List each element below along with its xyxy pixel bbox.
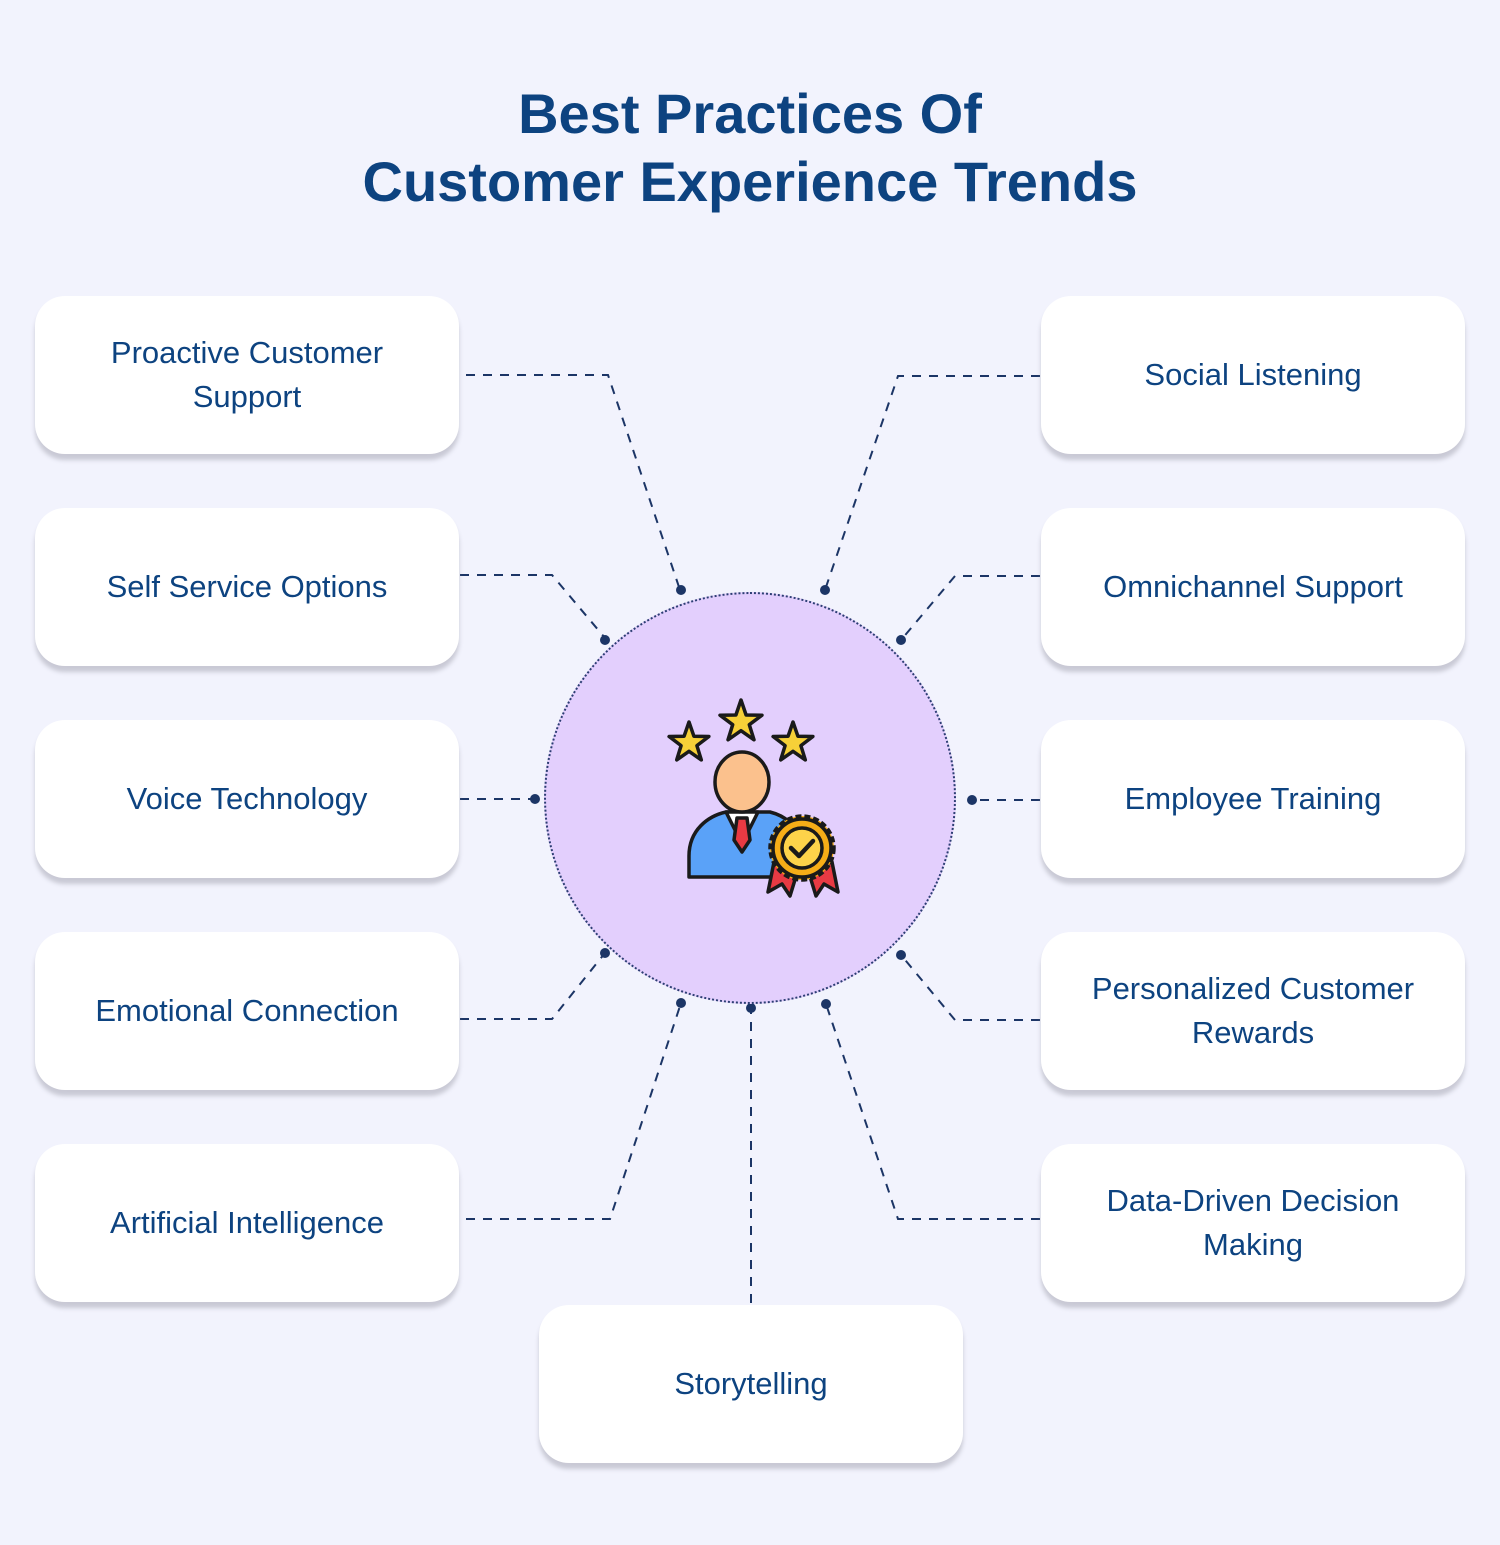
- star-icon: [718, 698, 764, 742]
- card-label: Self Service Options: [106, 569, 388, 604]
- star-icon: [667, 720, 711, 762]
- badge-inner: [780, 826, 824, 870]
- card-emotional-connection: Emotional Connection: [35, 932, 459, 1090]
- connector-dot: [820, 585, 830, 595]
- connector-dot: [600, 948, 610, 958]
- title-line-1: Best Practices Of: [518, 82, 982, 145]
- head: [713, 750, 771, 814]
- connector-emotional-connection: [460, 952, 606, 1020]
- connector-dot: [530, 794, 540, 804]
- check-icon: [788, 838, 816, 859]
- connector-data-driven: [825, 1003, 1040, 1220]
- card-label: Storytelling: [674, 1366, 828, 1401]
- connector-social-listening: [824, 375, 1040, 591]
- card-proactive-support: Proactive Customer Support: [35, 296, 459, 454]
- card-label: Data-Driven Decision Making: [1106, 1183, 1400, 1262]
- card-label: Omnichannel Support: [1103, 569, 1403, 604]
- card-voice-technology: Voice Technology: [35, 720, 459, 878]
- connector-dot: [676, 585, 686, 595]
- title-line-2: Customer Experience Trends: [362, 150, 1138, 213]
- card-label: Employee Training: [1124, 781, 1382, 816]
- card-label: Social Listening: [1144, 357, 1362, 392]
- connector-dot: [600, 635, 610, 645]
- card-omnichannel-support: Omnichannel Support: [1041, 508, 1465, 666]
- connector-proactive-support: [466, 374, 681, 591]
- connector-artificial-intelligence: [466, 1002, 682, 1220]
- card-label: Personalized Customer Rewards: [1091, 971, 1415, 1050]
- card-data-driven: Data-Driven Decision Making: [1041, 1144, 1465, 1302]
- connector-dot: [896, 950, 906, 960]
- page-title: Best Practices Of Customer Experience Tr…: [0, 80, 1500, 216]
- card-social-listening: Social Listening: [1041, 296, 1465, 454]
- employee-award-icon: [667, 698, 840, 898]
- card-label: Artificial Intelligence: [110, 1205, 384, 1240]
- card-storytelling: Storytelling: [539, 1305, 963, 1463]
- connector-dot: [746, 1003, 756, 1013]
- connector-dot: [676, 998, 686, 1008]
- center-hub: [544, 592, 956, 1004]
- card-employee-training: Employee Training: [1041, 720, 1465, 878]
- star-icon: [771, 720, 815, 762]
- card-label: Emotional Connection: [95, 993, 399, 1028]
- connector-omnichannel: [900, 575, 1040, 641]
- connector-dot: [967, 795, 977, 805]
- connector-personalized-rewards: [900, 954, 1040, 1021]
- card-label: Voice Technology: [126, 781, 368, 816]
- connector-dot: [821, 999, 831, 1009]
- card-personalized-rewards: Personalized Customer Rewards: [1041, 932, 1465, 1090]
- connector-dot: [896, 635, 906, 645]
- card-self-service: Self Service Options: [35, 508, 459, 666]
- card-artificial-intelligence: Artificial Intelligence: [35, 1144, 459, 1302]
- card-label: Proactive Customer Support: [110, 335, 384, 414]
- tie: [732, 816, 752, 854]
- connector-self-service: [460, 574, 606, 639]
